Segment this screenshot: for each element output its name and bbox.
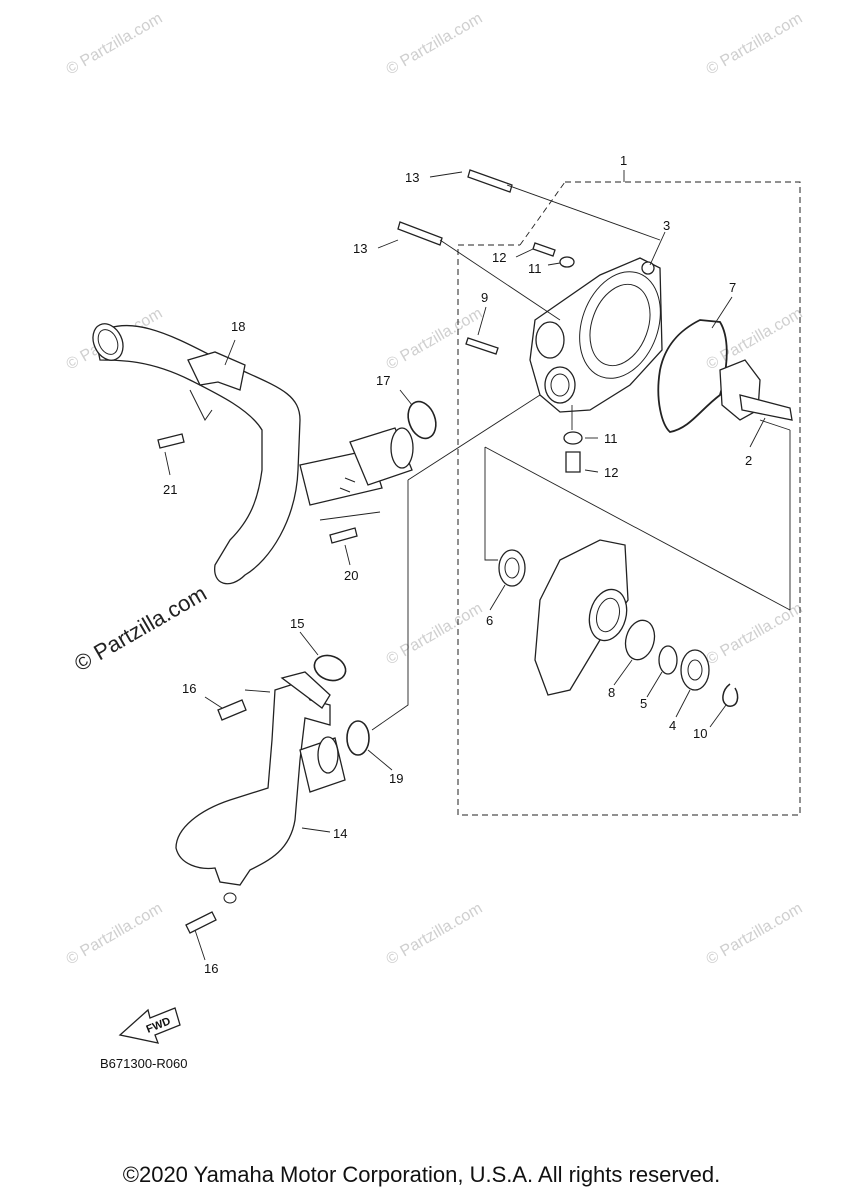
bolts (157, 169, 583, 934)
callout-5[interactable]: 5 (640, 696, 647, 711)
hose-14 (175, 671, 346, 904)
callout-2[interactable]: 2 (745, 453, 752, 468)
leader-lines (164, 171, 791, 961)
pump-cover-3 (529, 257, 663, 413)
callout-4[interactable]: 4 (669, 718, 676, 733)
impeller-2 (719, 359, 793, 610)
callout-9[interactable]: 9 (481, 290, 488, 305)
callout-11[interactable]: 11 (528, 261, 542, 276)
hose-18 (92, 323, 414, 585)
callout-20[interactable]: 20 (344, 568, 358, 583)
callout-14[interactable]: 14 (333, 826, 347, 841)
fwd-arrow-icon: FWD (118, 1007, 181, 1044)
copyright-footer: ©2020 Yamaha Motor Corporation, U.S.A. A… (122, 1162, 721, 1187)
seal-6 (498, 549, 526, 587)
watermark: © Partzilla.com (384, 900, 486, 969)
watermark: © Partzilla.com (704, 600, 806, 669)
callout-13b[interactable]: 13 (353, 241, 367, 256)
callout-3[interactable]: 3 (663, 218, 670, 233)
callout-18[interactable]: 18 (231, 319, 245, 334)
callout-17[interactable]: 17 (376, 373, 390, 388)
watermark: © Partzilla.com (704, 10, 806, 79)
o-ring-17 (407, 400, 437, 440)
o-ring-15 (313, 654, 347, 682)
gasket-8 (624, 619, 656, 661)
callout-6[interactable]: 6 (486, 613, 493, 628)
o-ring-7 (657, 319, 728, 433)
watermark: © Partzilla.com (384, 10, 486, 79)
watermark: © Partzilla.com (64, 10, 166, 79)
circlip-10 (722, 683, 739, 707)
callout-7[interactable]: 7 (729, 280, 736, 295)
callout-16b[interactable]: 16 (204, 961, 218, 976)
callout-10[interactable]: 10 (693, 726, 707, 741)
callout-1[interactable]: 1 (620, 153, 627, 168)
callout-11b[interactable]: 11 (604, 431, 618, 446)
callouts: 1 2 3 4 5 6 7 8 9 10 11 11 12 12 13 13 1… (163, 153, 752, 976)
watermark: © Partzilla.com (64, 900, 166, 969)
diagram-code: B671300-R060 (100, 1056, 187, 1071)
callout-8[interactable]: 8 (608, 685, 615, 700)
o-ring-19 (346, 720, 370, 756)
pump-body (534, 539, 629, 696)
callout-16[interactable]: 16 (182, 681, 196, 696)
bearing-4 (680, 649, 710, 691)
watermark-main: © Partzilla.com (70, 581, 211, 677)
callout-12b[interactable]: 12 (604, 465, 618, 480)
callout-21[interactable]: 21 (163, 482, 177, 497)
callout-13[interactable]: 13 (405, 170, 419, 185)
watermark: © Partzilla.com (704, 900, 806, 969)
callout-12[interactable]: 12 (492, 250, 506, 265)
callout-19[interactable]: 19 (389, 771, 403, 786)
assembly-boundary (457, 181, 801, 816)
callout-15[interactable]: 15 (290, 616, 304, 631)
watermark: © Partzilla.com (384, 600, 486, 669)
watermark: © Partzilla.com (704, 305, 806, 374)
oil-seal-5 (658, 645, 678, 675)
